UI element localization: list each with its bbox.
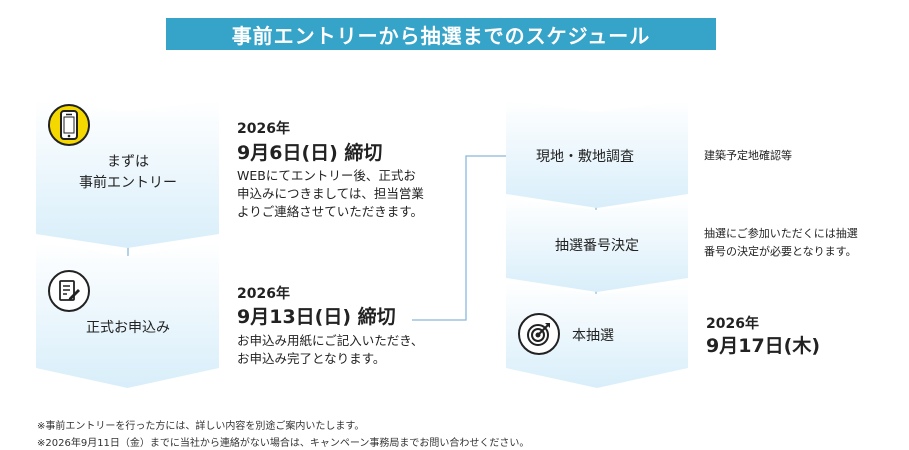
step-site-survey-panel <box>506 100 688 208</box>
smartphone-icon <box>48 104 90 146</box>
step-application-panel <box>36 242 219 388</box>
target-icon <box>518 313 560 355</box>
step-site-survey-label: 現地・敷地調査 <box>536 149 634 165</box>
footnote-1: ※事前エントリーを行った方には、詳しい内容を別途ご案内いたします。 <box>37 421 365 432</box>
lottery-date: 9月17日(木) <box>706 335 821 357</box>
deadline-1-year: 2026年 <box>237 121 290 137</box>
step-main-lottery-label: 本抽選 <box>572 328 614 344</box>
page-title: 事前エントリーから抽選までのスケジュール <box>166 18 716 50</box>
deadline-2-description: お申込み用紙にご記入いただき、 お申込み完了となります。 <box>237 333 424 366</box>
step-application-label: 正式お申込み <box>86 320 170 336</box>
footnote-2: ※2026年9月11日（金）までに当社から連絡がない場合は、キャンペーン事務局ま… <box>37 438 530 449</box>
deadline-2-date: 9月13日(日) 締切 <box>237 306 396 328</box>
document-pen-icon <box>48 270 90 312</box>
lottery-number-note: 抽選にご参加いただくには抽選 番号の決定が必要となります。 <box>704 227 858 258</box>
site-survey-note: 建築予定地確認等 <box>704 149 792 162</box>
step-pre-entry-label: まずは 事前エントリー <box>79 154 177 191</box>
lottery-year: 2026年 <box>706 316 759 332</box>
deadline-2-year: 2026年 <box>237 286 290 302</box>
deadline-1-date: 9月6日(日) 締切 <box>237 142 383 164</box>
deadline-1-description: WEBにてエントリー後、正式お 申込みにつきましては、担当営業 よりご連絡させて… <box>237 168 424 219</box>
step-lottery-number-panel <box>506 198 688 292</box>
step-lottery-number-label: 抽選番号決定 <box>555 238 639 254</box>
